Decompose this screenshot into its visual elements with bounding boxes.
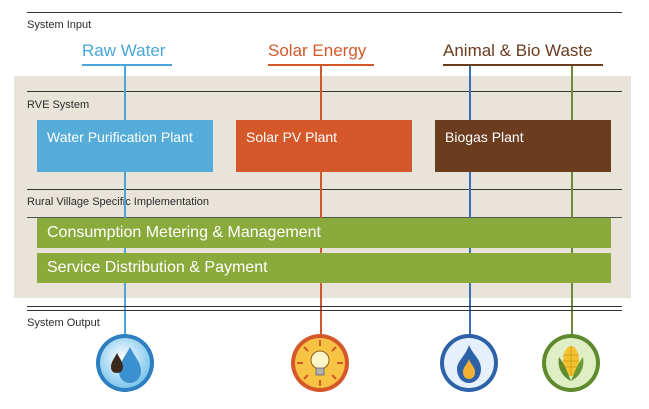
water-purification-plant: Water Purification Plant [37, 120, 213, 172]
consumption-metering-bar: Consumption Metering & Management [37, 218, 611, 248]
rve-divider [27, 91, 622, 92]
biogas-flow-line-blue [469, 66, 471, 336]
solar-pv-plant: Solar PV Plant [236, 120, 412, 172]
solar-energy-underline [268, 64, 374, 66]
service-distribution-bar: Service Distribution & Payment [37, 253, 611, 283]
output-divider-top [27, 306, 622, 307]
input-solar-energy: Solar Energy [268, 41, 367, 60]
water-flow-line [124, 66, 126, 336]
system-input-label: System Input [27, 19, 92, 31]
biogas-plant: Biogas Plant [435, 120, 611, 172]
rural-implementation-label: Rural Village Specific Implementation [27, 196, 209, 208]
system-output-label: System Output [27, 317, 100, 329]
gas-flame-icon [440, 334, 498, 392]
biogas-flow-line-green [571, 66, 573, 336]
corn-icon [542, 334, 600, 392]
rural-divider-bottom [27, 217, 622, 218]
solar-flow-line [320, 66, 322, 336]
top-divider [27, 12, 622, 13]
raw-water-underline [82, 64, 172, 66]
input-raw-water: Raw Water [82, 41, 166, 60]
water-drop-icon [96, 334, 154, 392]
rve-system-label: RVE System [27, 99, 90, 111]
rural-divider-top [27, 189, 622, 190]
input-animal-bio-waste: Animal & Bio Waste [443, 41, 593, 60]
light-bulb-icon [291, 334, 349, 392]
bio-waste-underline [443, 64, 603, 66]
output-divider-bottom [27, 310, 622, 311]
